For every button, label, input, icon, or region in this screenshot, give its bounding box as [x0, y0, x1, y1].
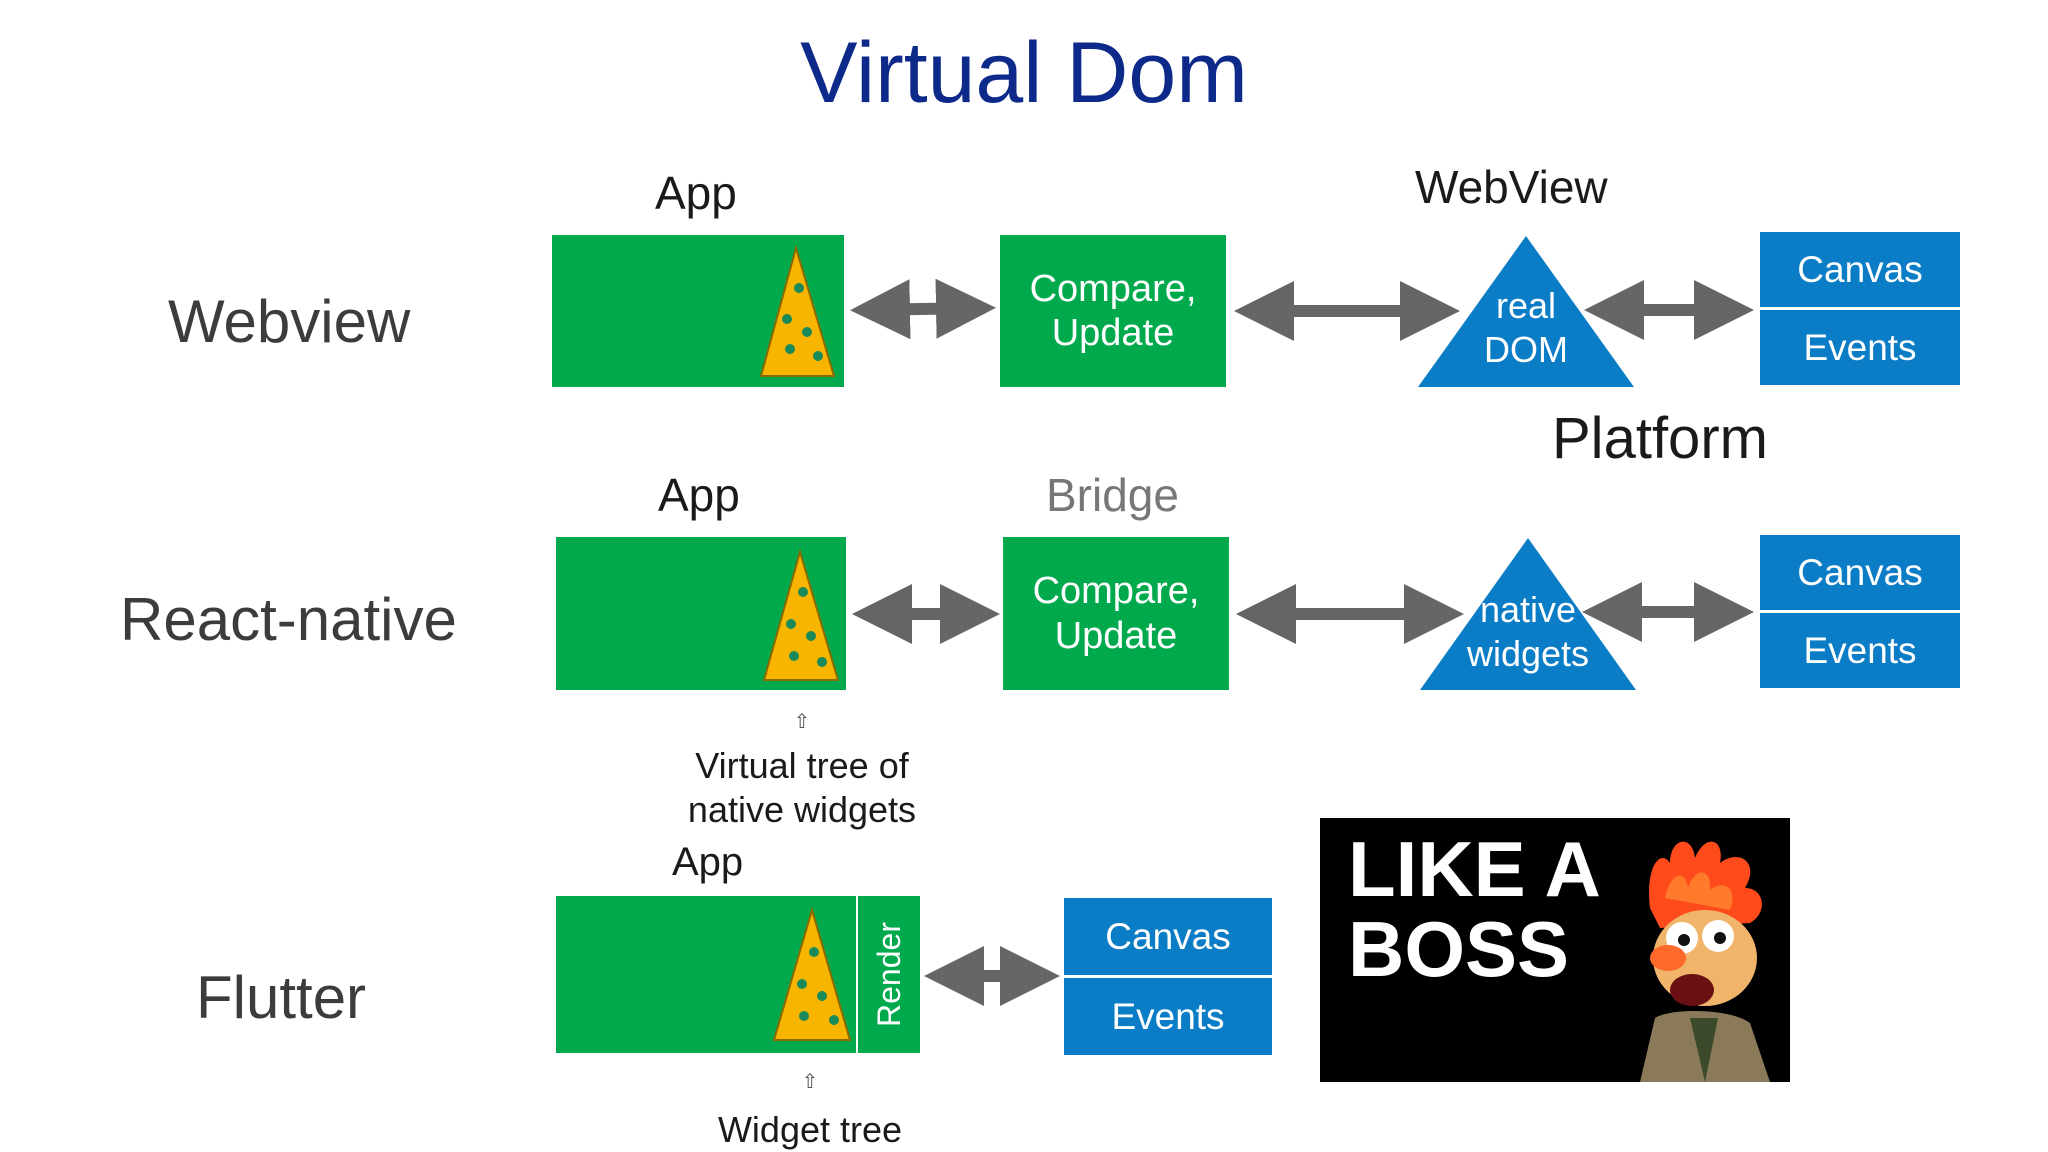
webview-canvas-cell: Canvas	[1760, 232, 1960, 307]
virtual-tree-line1: Virtual tree of	[695, 745, 909, 786]
bridge-label: Bridge	[1046, 469, 1179, 521]
meme-line1: LIKE A	[1348, 825, 1601, 913]
native-widgets-triangle	[1420, 538, 1636, 690]
flutter-app-label: App	[672, 840, 744, 884]
flutter-platform-box: Canvas Events	[1064, 898, 1272, 1055]
react-native-compare-line2: Update	[1054, 614, 1178, 657]
webview-compare-box: Compare,Update	[1000, 235, 1226, 387]
virtual-tree-line2: native widgets	[687, 788, 917, 830]
up-arrow-icon: ⇧	[793, 711, 811, 733]
platform-label: Platform	[1552, 406, 1768, 471]
row-label-react-native: React-native	[120, 586, 457, 653]
react-native-compare-box: Compare,Update	[1003, 537, 1229, 690]
page-title: Virtual Dom	[800, 25, 1248, 121]
webview-compare-line1: Compare,	[1029, 267, 1197, 310]
muppet-icon	[1640, 841, 1770, 1082]
react-native-compare-line1: Compare,	[1032, 570, 1200, 613]
tree-icon	[772, 906, 852, 1041]
tree-icon	[762, 548, 840, 681]
webview-compare-line2: Update	[1051, 312, 1175, 354]
react-native-events-cell: Events	[1760, 613, 1960, 688]
flutter-events-cell: Events	[1064, 978, 1272, 1055]
react-native-platform-box: Canvas Events	[1760, 535, 1960, 688]
webview-app-label: App	[655, 167, 737, 219]
webview-events-cell: Events	[1760, 310, 1960, 385]
row-label-webview: Webview	[168, 288, 411, 355]
react-native-canvas-cell: Canvas	[1760, 535, 1960, 610]
row-label-flutter: Flutter	[196, 964, 367, 1031]
real-dom-triangle	[1418, 236, 1634, 387]
widget-tree-caption: Widget tree	[717, 1109, 903, 1150]
up-arrow-icon: ⇧	[801, 1071, 819, 1093]
flutter-canvas-cell: Canvas	[1064, 898, 1272, 975]
triangle-dom-text: DOM	[1484, 329, 1568, 370]
triangle-widgets-text: widgets	[1466, 633, 1589, 674]
arrow-icon	[850, 278, 1754, 1006]
meme-line2: BOSS	[1348, 904, 1570, 993]
react-native-app-label: App	[658, 469, 740, 521]
triangle-native-text: native	[1480, 589, 1576, 630]
webview-platform-box: Canvas Events	[1760, 232, 1960, 385]
webview-label: WebView	[1415, 161, 1608, 213]
triangle-real-text: real	[1496, 285, 1556, 326]
flutter-render-strip: Render	[856, 896, 920, 1053]
tree-icon	[759, 244, 836, 377]
